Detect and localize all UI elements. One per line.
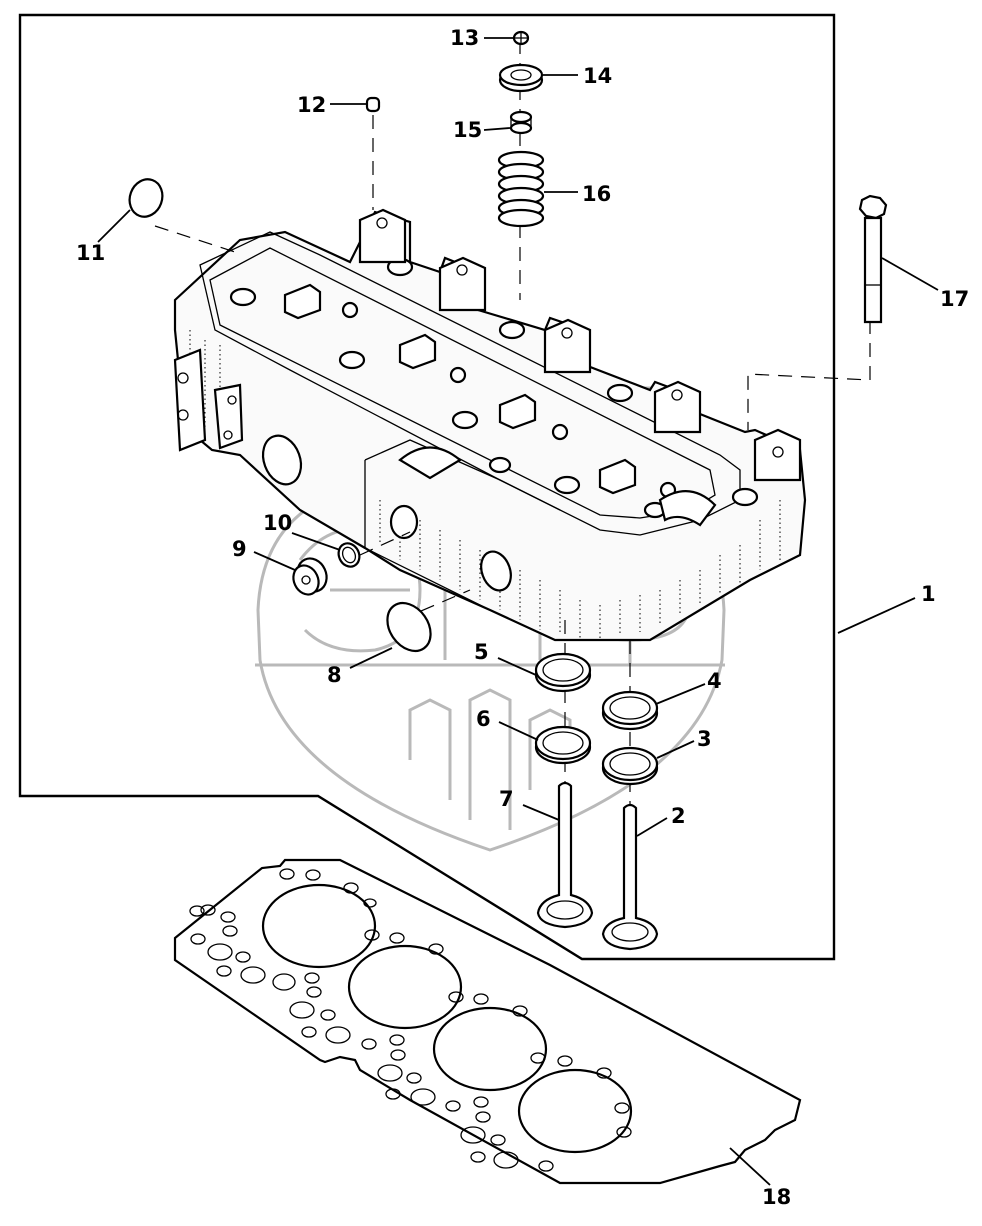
callout-2[interactable]: 2 [671,804,686,828]
gasket-cylinder-bores [261,883,633,1154]
part-10-o-ring[interactable] [335,540,363,570]
part-3-valve-seat[interactable] [601,746,659,786]
callout-1[interactable]: 1 [921,582,936,606]
head-towers [358,208,802,482]
part-2-exhaust-valve[interactable] [601,803,659,951]
part-14-spring-retainer[interactable] [498,63,544,93]
part-12-dowel[interactable] [365,96,381,113]
callout-3[interactable]: 3 [697,727,712,751]
callout-14[interactable]: 14 [583,64,612,88]
callout-15[interactable]: 15 [453,118,482,142]
callout-5[interactable]: 5 [474,640,489,664]
callout-6[interactable]: 6 [476,707,491,731]
head-valve-bosses [283,283,677,499]
part-15-valve-stem-seal[interactable] [509,110,533,135]
part-9-plug[interactable] [289,554,332,599]
part-8-expansion-plug[interactable] [379,595,440,659]
cylinder-head[interactable] [173,208,807,642]
callout-18[interactable]: 18 [762,1185,791,1209]
callout-16[interactable]: 16 [582,182,611,206]
part-6-valve-seat[interactable] [534,725,592,765]
part-13-collet[interactable] [512,30,530,46]
part-4-valve-seat[interactable] [601,690,659,731]
part-18-head-gasket[interactable] [173,858,802,1185]
callout-10[interactable]: 10 [263,511,292,535]
head-side-port [261,434,303,486]
callout-8[interactable]: 8 [327,663,342,687]
head-exhaust-port [658,490,717,527]
part-16-valve-spring[interactable] [497,150,545,228]
callout-11[interactable]: 11 [76,241,105,265]
callout-13[interactable]: 13 [450,26,479,50]
part-5-valve-seat[interactable] [534,652,592,693]
callout-9[interactable]: 9 [232,537,247,561]
callout-12[interactable]: 12 [297,93,326,117]
head-intake-port [398,446,462,480]
part-11-expansion-plug[interactable] [124,175,167,222]
callout-7[interactable]: 7 [499,787,514,811]
assembly-frame [18,13,836,961]
callout-4[interactable]: 4 [707,669,722,693]
callout-labels: 1 2 3 4 5 6 7 8 9 10 11 12 13 14 15 16 1… [76,26,969,1209]
part-17-head-bolt[interactable] [858,194,888,324]
head-end-flange [173,348,207,452]
callout-17[interactable]: 17 [940,287,969,311]
head-plug-bore [480,550,512,592]
head-front-port [389,504,419,540]
leader-lines [97,37,939,1186]
head-thermostat-flange [213,383,244,450]
gasket-holes [189,868,632,1172]
part-7-intake-valve[interactable] [536,781,594,929]
